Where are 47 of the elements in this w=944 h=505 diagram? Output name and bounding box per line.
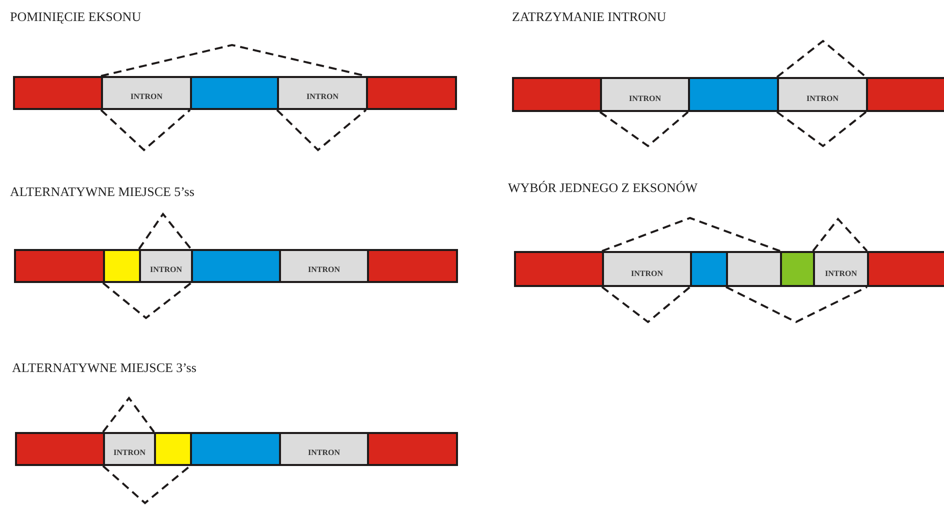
intron-segment: INTRON (279, 432, 369, 466)
splice-line (812, 217, 868, 252)
exon-segment (866, 77, 944, 112)
splice-line (776, 40, 867, 78)
intron-segment: INTRON (600, 77, 690, 112)
exon-segment (867, 251, 944, 287)
exon-segment (690, 251, 728, 287)
splice-line (726, 286, 868, 324)
splice-line (776, 111, 867, 148)
exon-segment (14, 249, 105, 283)
panel-heading: ALTERNATYWNE MIEJSCE 5’ss (10, 184, 194, 200)
panel-heading: ALTERNATYWNE MIEJSCE 3’ss (12, 360, 196, 376)
splice-line (102, 465, 191, 504)
exon-segment (191, 249, 281, 283)
panel-heading: POMINIĘCIE EKSONU (10, 9, 142, 25)
splice-line (102, 396, 155, 433)
splice-line (100, 109, 191, 152)
intron-segment: INTRON (279, 249, 369, 283)
panel-heading: WYBÓR JEDNEGO Z EKSONÓW (508, 180, 698, 196)
intron-segment: INTRON (813, 251, 869, 287)
intron-segment: INTRON (139, 249, 193, 283)
exon-segment (154, 432, 192, 466)
intron-segment: INTRON (777, 77, 868, 112)
intron-segment: INTRON (602, 251, 692, 287)
exon-segment (366, 76, 457, 110)
exon-segment (688, 77, 779, 112)
splice-line (599, 111, 689, 148)
exon-segment (780, 251, 815, 287)
exon-segment (15, 432, 105, 466)
exon-segment (512, 77, 602, 112)
splice-line (138, 212, 192, 250)
intron-segment (726, 251, 782, 287)
splice-line (601, 286, 691, 324)
exon-segment (13, 76, 103, 110)
splice-line (602, 216, 780, 252)
splice-line (102, 282, 192, 320)
splice-line (276, 109, 367, 152)
exon-segment (103, 249, 141, 283)
exon-segment (514, 251, 604, 287)
exon-segment (367, 249, 458, 283)
intron-segment: INTRON (103, 432, 156, 466)
panel-heading: ZATRZYMANIE INTRONU (512, 9, 666, 25)
exon-segment (190, 432, 281, 466)
intron-segment: INTRON (101, 76, 192, 110)
exon-segment (367, 432, 458, 466)
exon-segment (190, 76, 279, 110)
intron-segment: INTRON (277, 76, 368, 110)
